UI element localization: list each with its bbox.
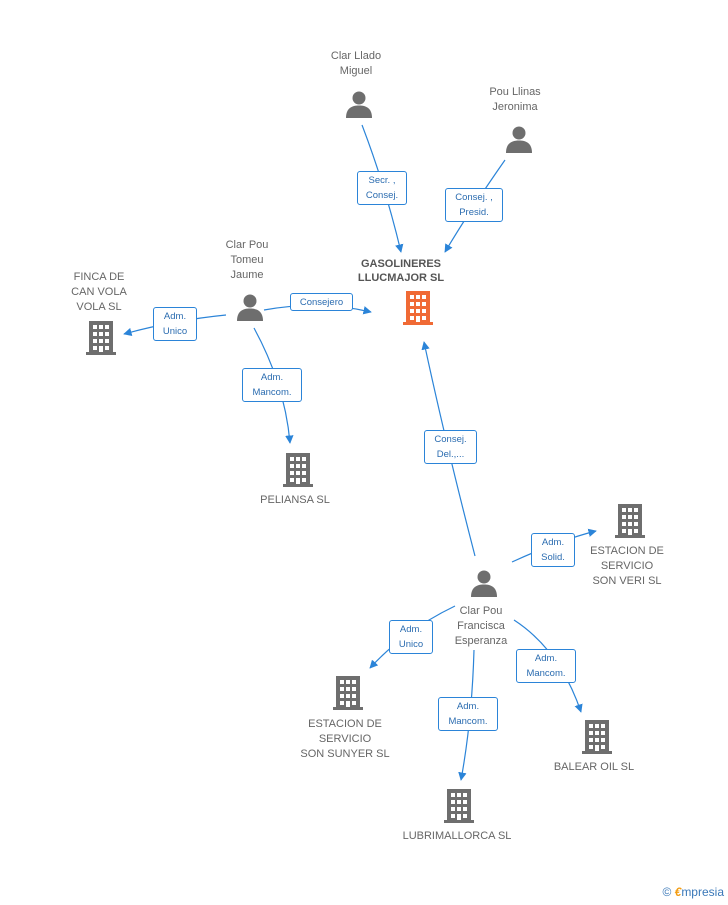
role-box-tomeu-main[interactable]: Consejero (290, 293, 353, 311)
main-company-label[interactable]: GASOLINERES LLUCMAJOR SL (355, 257, 447, 285)
role-text-line: Consejero (299, 297, 344, 308)
company-label-peliansa[interactable]: PELIANSA SL (245, 493, 345, 508)
brand-e-glyph: € (674, 885, 682, 899)
role-box-francisca-sonsunyer[interactable]: Adm. Unico (389, 620, 433, 654)
empresia-brand-logo: © €mpresia (662, 885, 724, 899)
role-box-llado-main[interactable]: Secr. , Consej. (357, 171, 407, 205)
person-name-line: Clar Pou (459, 605, 503, 617)
role-text-line: Del.,... (436, 449, 465, 460)
role-text-line: Unico (162, 326, 188, 337)
person-label-pou-llinas[interactable]: Pou Llinas Jeronima (475, 85, 555, 115)
company-label-lubrimallorca[interactable]: LUBRIMALLORCA SL (397, 829, 517, 844)
copyright-symbol: © (662, 885, 672, 899)
person-name-line: Clar Llado (330, 50, 382, 62)
person-name-line: Pou Llinas (489, 86, 541, 98)
person-icons (237, 91, 532, 598)
person-name-line: Esperanza (454, 635, 508, 647)
company-name-line: ESTACION DE (590, 545, 664, 557)
role-text-line: Adm. (260, 372, 284, 383)
role-text-line: Adm. (399, 624, 423, 635)
building-icon-lubrimallorca[interactable] (444, 789, 474, 823)
role-text-line: Consej. , (455, 192, 493, 203)
role-box-llinas-main[interactable]: Consej. , Presid. (445, 188, 503, 222)
role-text-line: Adm. (456, 701, 480, 712)
role-text-line: Mancom. (526, 668, 566, 679)
role-box-tomeu-peliansa[interactable]: Adm. Mancom. (242, 368, 302, 402)
company-label-son-sunyer[interactable]: ESTACION DE SERVICIO SON SUNYER SL (295, 717, 395, 762)
building-icon-son-veri[interactable] (615, 504, 645, 538)
company-label-finca[interactable]: FINCA DE CAN VOLA VOLA SL (54, 270, 144, 315)
main-company-name-line2: LLUCMAJOR SL (357, 272, 445, 284)
company-label-son-veri[interactable]: ESTACION DE SERVICIO SON VERI SL (582, 544, 672, 589)
building-icon-balear[interactable] (582, 720, 612, 754)
role-text-line: Consej. (365, 190, 399, 201)
person-name-line: Tomeu (230, 254, 264, 266)
role-box-francisca-main[interactable]: Consej. Del.,... (424, 430, 477, 464)
role-text-line: Adm. (534, 653, 558, 664)
company-name-line: SERVICIO (600, 560, 654, 572)
person-icon-clar-pou-francisca[interactable] (471, 570, 497, 598)
company-name-line: FINCA DE (73, 271, 125, 283)
company-name-line: VOLA SL (76, 301, 122, 313)
person-name-line: Clar Pou (225, 239, 269, 251)
role-text-line: Mancom. (252, 387, 292, 398)
role-text-line: Mancom. (448, 716, 488, 727)
person-label-clar-pou-francisca[interactable]: Clar Pou Francisca Esperanza (441, 604, 521, 649)
role-box-francisca-sonveri[interactable]: Adm. Solid. (531, 533, 575, 567)
person-name-line: Miguel (339, 65, 373, 77)
role-text-line: Unico (398, 639, 424, 650)
company-name-line: CAN VOLA (71, 286, 127, 298)
brand-name-text: mpresia (681, 885, 724, 899)
company-name-line: BALEAR OIL SL (553, 761, 635, 773)
company-name-line: PELIANSA SL (260, 494, 330, 506)
company-label-balear[interactable]: BALEAR OIL SL (544, 760, 644, 775)
role-text-line: Secr. , (368, 175, 396, 186)
company-name-line: SERVICIO (318, 733, 372, 745)
building-icon-gasolineres-main[interactable] (403, 291, 433, 325)
role-text-line: Solid. (541, 552, 565, 563)
role-text-line: Consej. (434, 434, 467, 445)
company-name-line: ESTACION DE (308, 718, 382, 730)
person-name-line: Jaume (230, 269, 264, 281)
building-icon-finca[interactable] (86, 321, 116, 355)
company-name-line: LUBRIMALLORCA SL (402, 830, 512, 842)
person-name-line: Francisca (457, 620, 505, 632)
role-box-francisca-lubri[interactable]: Adm. Mancom. (438, 697, 498, 731)
role-text-line: Adm. (163, 311, 187, 322)
role-text-line: Adm. (541, 537, 565, 548)
person-icon-clar-llado[interactable] (346, 91, 372, 119)
company-name-line: SON VERI SL (592, 575, 662, 587)
building-icon-son-sunyer[interactable] (333, 676, 363, 710)
role-box-francisca-balear[interactable]: Adm. Mancom. (516, 649, 576, 683)
person-label-clar-llado[interactable]: Clar Llado Miguel (316, 49, 396, 79)
person-name-line: Jeronima (492, 101, 538, 113)
main-company-name-line1: GASOLINERES (360, 258, 442, 270)
role-box-tomeu-finca[interactable]: Adm. Unico (153, 307, 197, 341)
company-name-line: SON SUNYER SL (300, 748, 390, 760)
person-icon-clar-pou-tomeu[interactable] (237, 294, 263, 322)
person-icon-pou-llinas[interactable] (506, 126, 532, 154)
building-icon-peliansa[interactable] (283, 453, 313, 487)
person-label-clar-pou-tomeu[interactable]: Clar Pou Tomeu Jaume (207, 238, 287, 283)
role-text-line: Presid. (459, 207, 489, 218)
